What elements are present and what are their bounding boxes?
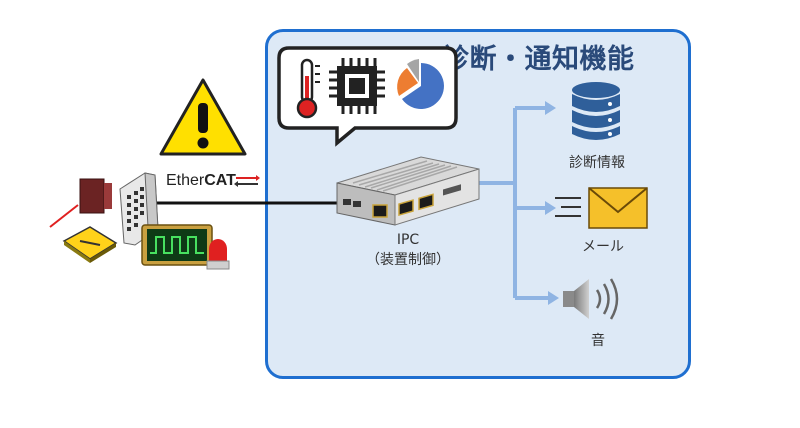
cpu-chip-icon xyxy=(329,58,385,114)
ethercat-prefix: Ether xyxy=(166,172,205,189)
ethercat-arrows-icon xyxy=(234,175,260,187)
signal-tower-icon xyxy=(206,239,230,270)
ipc-caption: （装置制御） xyxy=(366,252,450,268)
warning-icon xyxy=(159,78,247,156)
ethercat-label: EtherCAT xyxy=(166,172,236,190)
mail-icon xyxy=(555,187,648,229)
speaker-icon xyxy=(563,278,619,320)
pie-chart-icon xyxy=(397,59,444,109)
thermometer-icon xyxy=(296,58,320,119)
panel-title: 診断・通知機能 xyxy=(442,44,635,75)
oscilloscope-icon xyxy=(141,224,213,266)
arrow-head-mail xyxy=(545,201,556,215)
sensor-pad-icon xyxy=(62,226,118,263)
arrow-head-database xyxy=(545,101,556,115)
ethercat-suffix: CAT xyxy=(204,172,236,189)
notification-arrows xyxy=(472,106,548,300)
status-bubble xyxy=(277,46,458,147)
database-icon xyxy=(572,82,620,140)
arrow-head-sound xyxy=(548,291,559,305)
ipc-name: IPC xyxy=(396,232,420,248)
mail-label: メール xyxy=(582,239,624,255)
sound-label: 音 xyxy=(591,333,605,349)
laser-sensor-icon xyxy=(49,178,112,228)
diagnostics-label: 診断情報 xyxy=(569,155,625,171)
field-devices xyxy=(49,172,230,270)
ipc-device-icon xyxy=(336,156,480,226)
